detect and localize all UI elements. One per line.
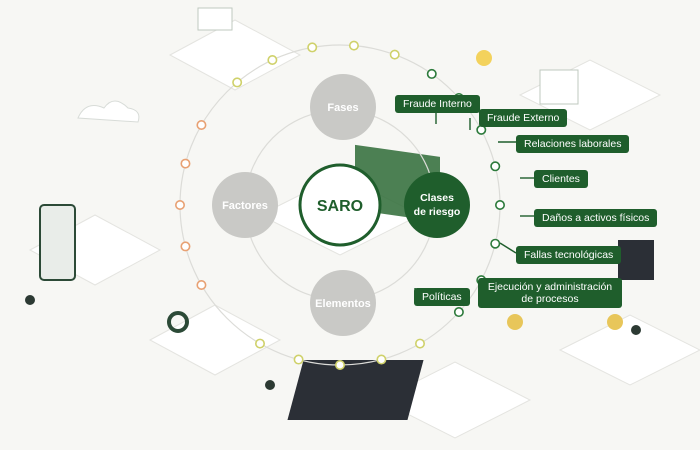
cloud-icon bbox=[77, 100, 140, 123]
risk-label-relaciones-laborales[interactable]: Relaciones laborales bbox=[516, 135, 630, 154]
phone-icon bbox=[39, 204, 76, 281]
ring-dot bbox=[494, 200, 505, 211]
ring-dot bbox=[426, 68, 437, 79]
center-circle bbox=[298, 163, 382, 247]
ring-dot bbox=[196, 120, 207, 131]
center-node: SARO bbox=[298, 163, 382, 247]
clases-circle bbox=[404, 172, 470, 238]
ring-dot bbox=[376, 354, 387, 365]
ring-dot bbox=[267, 54, 278, 65]
lightbulb-icon bbox=[476, 50, 492, 66]
person-icon-3 bbox=[631, 325, 641, 335]
ring-dots bbox=[175, 40, 505, 370]
node-factores[interactable]: Factores bbox=[212, 172, 278, 238]
coin-icon bbox=[507, 314, 523, 330]
risk-label-politicas[interactable]: Políticas bbox=[414, 288, 470, 307]
chart-panel-icon bbox=[539, 69, 579, 105]
ring-dot bbox=[414, 338, 425, 349]
factores-circle bbox=[212, 172, 278, 238]
ring-dot bbox=[348, 40, 359, 51]
ring-dot bbox=[255, 338, 266, 349]
monitor-icon bbox=[618, 240, 654, 280]
elementos-label: Elementos bbox=[315, 298, 371, 310]
ring-dot bbox=[232, 77, 243, 88]
ring-dot bbox=[293, 354, 304, 365]
risk-label-fraude-interno[interactable]: Fraude Interno bbox=[395, 95, 480, 114]
connector-fallas bbox=[499, 242, 517, 254]
platform-bottom-left bbox=[148, 304, 282, 376]
elementos-circle bbox=[310, 270, 376, 336]
clases-label-line2: de riesgo bbox=[414, 206, 461, 218]
clases-label-line1: Clases bbox=[420, 192, 454, 204]
risk-label-fraude-externo[interactable]: Fraude Externo bbox=[479, 109, 568, 128]
center-label: SARO bbox=[317, 198, 363, 215]
ring-dot bbox=[180, 241, 191, 252]
risk-label-ejecucion-procesos[interactable]: Ejecución y administración de procesos bbox=[478, 278, 622, 309]
ring-dot bbox=[180, 158, 191, 169]
node-clases-de-riesgo[interactable]: Clases de riesgo bbox=[404, 172, 470, 238]
ring-dot bbox=[490, 238, 501, 249]
factores-label: Factores bbox=[222, 200, 268, 212]
fases-label: Fases bbox=[327, 102, 358, 114]
platform-bottom-right bbox=[558, 314, 700, 386]
ring-dot bbox=[334, 359, 345, 370]
ring-dot bbox=[175, 200, 186, 211]
ring-dot bbox=[453, 307, 464, 318]
ring-dot bbox=[389, 49, 400, 60]
person-icon-2 bbox=[265, 380, 275, 390]
fases-circle bbox=[310, 74, 376, 140]
ring-dot bbox=[307, 42, 318, 53]
risk-label-clientes[interactable]: Clientes bbox=[534, 170, 588, 189]
ring-dot bbox=[490, 161, 501, 172]
board-icon bbox=[197, 7, 233, 31]
risk-label-danos-activos[interactable]: Daños a activos físicos bbox=[534, 209, 658, 228]
ring-dot bbox=[196, 279, 207, 290]
gear-icon bbox=[167, 311, 189, 333]
coin-icon-2 bbox=[607, 314, 623, 330]
platform-top-left bbox=[168, 19, 302, 91]
node-fases[interactable]: Fases bbox=[310, 74, 376, 140]
node-elementos[interactable]: Elementos bbox=[310, 270, 376, 336]
person-icon bbox=[25, 295, 35, 305]
risk-label-fallas-tecnologicas[interactable]: Fallas tecnológicas bbox=[516, 246, 622, 265]
tablet-icon bbox=[287, 360, 424, 420]
